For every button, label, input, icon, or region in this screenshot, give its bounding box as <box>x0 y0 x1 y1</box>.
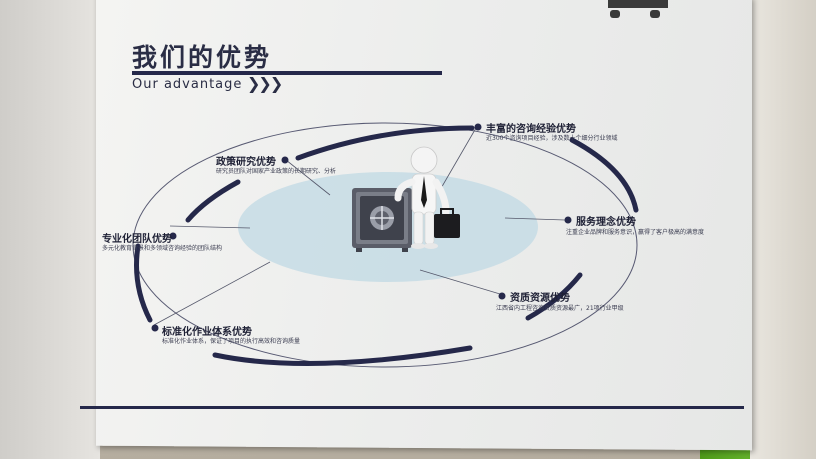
outer-ring <box>132 122 638 368</box>
arc-bottom <box>212 345 473 367</box>
advantage-5-desc: 江西省内工程咨询资质资源最广，21项行业甲级 <box>496 305 624 312</box>
footer-rule <box>80 406 744 409</box>
arc-upper-left <box>185 179 241 223</box>
page-title: 我们的优势 <box>132 43 273 72</box>
node-dot-1 <box>474 123 482 131</box>
header-rule <box>132 71 442 75</box>
advantage-1-title: 丰富的咨询经验优势 <box>486 124 576 135</box>
arc-left <box>134 243 153 323</box>
right-paper-sheet <box>750 0 816 459</box>
advantage-5-title: 资质资源优势 <box>510 293 570 304</box>
chevron-right-icon: ❯❯❯ <box>247 74 283 93</box>
connector-6 <box>153 261 271 326</box>
node-dot-5 <box>498 292 506 300</box>
arc-right <box>569 137 639 213</box>
connector-1 <box>439 127 477 191</box>
advantage-6-desc: 标准化作业体系，保证了项目的执行高效和咨询质量 <box>162 338 301 345</box>
arc-lower-right <box>525 272 583 321</box>
node-dot-4 <box>169 232 177 240</box>
connector-3 <box>504 217 566 221</box>
advantage-3-desc: 注重企业品牌和服务意识，赢得了客户极高的满意度 <box>566 229 705 236</box>
connector-2 <box>285 159 331 196</box>
advantage-1-desc: 近300个咨询项目经验，涉及数十个细分行业领域 <box>486 135 618 142</box>
connector-5 <box>419 269 501 295</box>
arc-top <box>295 125 475 161</box>
connector-4 <box>169 225 251 229</box>
node-dot-3 <box>564 216 572 224</box>
node-dot-6 <box>151 324 159 332</box>
safe-icon <box>352 188 412 252</box>
advantage-3-title: 服务理念优势 <box>576 217 636 228</box>
advantage-2-desc: 研究员团队对国家产业政策的长期研究、分析 <box>216 168 337 175</box>
advantage-6-title: 标准化作业体系优势 <box>162 327 252 338</box>
advantage-4-title: 专业化团队优势 <box>102 234 172 245</box>
page-subtitle: Our advantage <box>132 77 243 92</box>
chair-icon <box>608 0 668 18</box>
advantage-2-title: 政策研究优势 <box>216 157 276 168</box>
briefcase-icon <box>434 208 460 238</box>
advantage-4-desc: 多元化教育背景和多领域咨询经验的团队结构 <box>102 245 223 252</box>
node-dot-2 <box>281 156 289 164</box>
left-board-panel <box>0 0 100 459</box>
